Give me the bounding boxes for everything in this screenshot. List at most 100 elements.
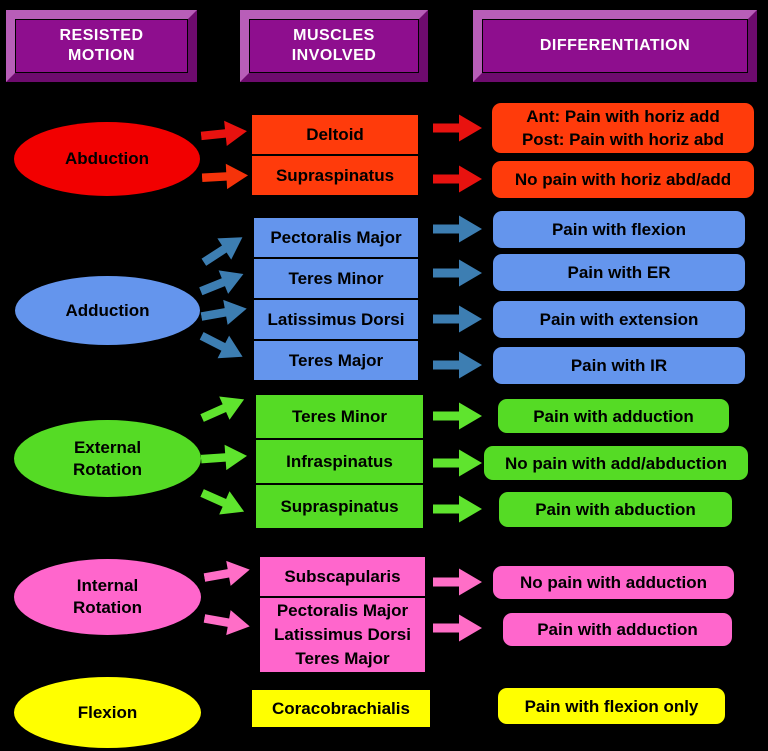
right-arrow-icon — [433, 215, 482, 243]
diff-label-line: Pain with extension — [539, 310, 699, 329]
muscle-box-subscapularis: Subscapularis — [258, 555, 427, 598]
right-arrow-icon — [433, 114, 482, 142]
muscle-stack-abduction: Deltoid Supraspinatus — [250, 113, 420, 197]
muscle-box-teres-major: Teres Major — [252, 339, 420, 382]
header-line: DIFFERENTIATION — [539, 37, 691, 54]
diff-box-no-pain-adduction: No pain with adduction — [493, 566, 734, 599]
muscle-stack-flexion: Coracobrachialis — [252, 690, 430, 727]
ellipse-abduction: Abduction — [14, 122, 200, 196]
diff-box-pain-adduction-er: Pain with adduction — [498, 399, 729, 433]
header-line: RESISTED — [59, 27, 144, 44]
ellipse-label-line: Rotation — [73, 459, 142, 479]
muscle-box-pectoralis-major: Pectoralis Major — [252, 216, 420, 259]
muscle-stack-internal-rotation: Subscapularis Pectoralis Major Latissimu… — [258, 555, 427, 674]
right-arrow-icon — [433, 449, 482, 477]
muscle-label-line: Latissimus Dorsi — [267, 309, 405, 329]
muscle-label-line: Teres Major — [288, 350, 384, 370]
right-arrow-icon — [200, 396, 245, 422]
muscle-label-line: Deltoid — [306, 124, 364, 144]
muscle-label-line: Supraspinatus — [275, 165, 395, 185]
diff-box-pain-adduction-ir: Pain with adduction — [503, 613, 732, 646]
diff-box-pain-extension: Pain with extension — [493, 301, 745, 338]
muscle-box-coracobrachialis: Coracobrachialis — [252, 690, 430, 727]
diff-label-line: Pain with adduction — [537, 620, 698, 639]
header-differentiation: DIFFERENTIATION — [472, 9, 758, 83]
header-muscles-involved: MUSCLES INVOLVED — [239, 9, 429, 83]
right-arrow-icon — [433, 351, 482, 379]
muscle-box-supraspinatus-er: Supraspinatus — [254, 483, 425, 530]
muscle-label-line: Teres Major — [295, 649, 390, 668]
right-arrow-icon — [199, 332, 243, 359]
diff-box-horiz-add-abd: Ant: Pain with horiz add Post: Pain with… — [492, 103, 754, 153]
header-bevel — [240, 10, 428, 82]
diff-label-line: No pain with adduction — [520, 573, 707, 592]
diff-label-line: No pain with horiz abd/add — [514, 170, 732, 189]
right-arrow-icon — [200, 489, 245, 515]
header-line: INVOLVED — [291, 47, 377, 64]
right-arrow-icon — [199, 270, 244, 296]
right-arrow-icon — [200, 299, 247, 325]
diff-label-line: No pain with add/abduction — [505, 453, 727, 473]
muscle-label-line: Supraspinatus — [280, 496, 399, 516]
ellipse-external-rotation: External Rotation — [14, 420, 201, 497]
right-arrow-icon — [203, 610, 250, 636]
ellipse-label-line: External — [73, 437, 142, 457]
right-arrow-icon — [433, 305, 482, 333]
diff-box-pain-er: Pain with ER — [493, 254, 745, 291]
diff-label-line: Pain with adduction — [533, 406, 694, 426]
diff-box-no-pain-add-abd: No pain with add/abduction — [484, 446, 748, 480]
muscle-label-line: Coracobrachialis — [272, 698, 410, 718]
diff-box-no-pain-horiz: No pain with horiz abd/add — [492, 161, 754, 198]
right-arrow-icon — [433, 165, 482, 193]
header-bevel — [6, 10, 197, 82]
diff-label-line: Ant: Pain with horiz add — [526, 107, 720, 126]
muscle-box-latissimus-dorsi: Latissimus Dorsi — [252, 298, 420, 341]
muscle-label-line: Subscapularis — [284, 566, 401, 586]
right-arrow-icon — [433, 568, 482, 596]
muscle-box-teres-minor: Teres Minor — [252, 257, 420, 300]
muscle-label-line: Teres Minor — [291, 406, 388, 426]
muscle-stack-external-rotation: Teres Minor Infraspinatus Supraspinatus — [254, 393, 425, 530]
header-bevel — [473, 10, 757, 82]
muscle-box-supraspinatus: Supraspinatus — [250, 154, 420, 197]
ellipse-label-line: Abduction — [64, 149, 150, 168]
right-arrow-icon — [200, 444, 248, 471]
right-arrow-icon — [433, 495, 482, 523]
ellipse-internal-rotation: Internal Rotation — [14, 559, 201, 635]
muscle-label-line: Teres Minor — [288, 268, 384, 288]
ellipse-label-line: Internal — [76, 576, 139, 595]
muscle-box-pec-lat-teres: Pectoralis Major Latissimus Dorsi Teres … — [258, 596, 427, 674]
ellipse-flexion: Flexion — [14, 677, 201, 748]
header-resisted-motion-label: RESISTED MOTION — [15, 19, 188, 73]
diff-label-line: Pain with abduction — [535, 500, 696, 519]
header-resisted-motion: RESISTED MOTION — [5, 9, 198, 83]
muscle-box-deltoid: Deltoid — [250, 113, 420, 156]
ellipse-label-line: Rotation — [73, 598, 142, 617]
diff-label-line: Pain with flexion only — [524, 696, 699, 716]
diff-box-pain-flexion: Pain with flexion — [493, 211, 745, 248]
header-muscles-involved-label: MUSCLES INVOLVED — [249, 19, 419, 73]
ellipse-label-line: Adduction — [65, 300, 150, 320]
right-arrow-icon — [433, 402, 482, 430]
diff-box-pain-abduction: Pain with abduction — [499, 492, 732, 527]
header-line: MOTION — [68, 47, 135, 64]
muscle-stack-adduction: Pectoralis Major Teres Minor Latissimus … — [252, 216, 420, 382]
diff-box-pain-ir: Pain with IR — [493, 347, 745, 384]
right-arrow-icon — [203, 560, 250, 586]
right-arrow-icon — [200, 120, 247, 147]
diff-label-line: Pain with flexion — [551, 220, 687, 239]
diff-label-line: Pain with ER — [567, 263, 671, 282]
diff-label-line: Post: Pain with horiz abd — [521, 130, 725, 149]
muscle-label-line: Pectoralis Major — [276, 601, 409, 620]
muscle-box-infraspinatus: Infraspinatus — [254, 438, 425, 485]
diff-box-pain-flexion-only: Pain with flexion only — [498, 688, 725, 724]
right-arrow-icon — [433, 259, 482, 287]
muscle-label-line: Infraspinatus — [286, 451, 393, 471]
right-arrow-icon — [201, 237, 243, 266]
ellipse-label-line: Flexion — [77, 702, 138, 722]
right-arrow-icon — [433, 614, 482, 642]
header-line: MUSCLES — [293, 27, 375, 44]
muscle-label-line: Pectoralis Major — [270, 227, 402, 247]
muscle-label-line: Latissimus Dorsi — [274, 625, 411, 644]
